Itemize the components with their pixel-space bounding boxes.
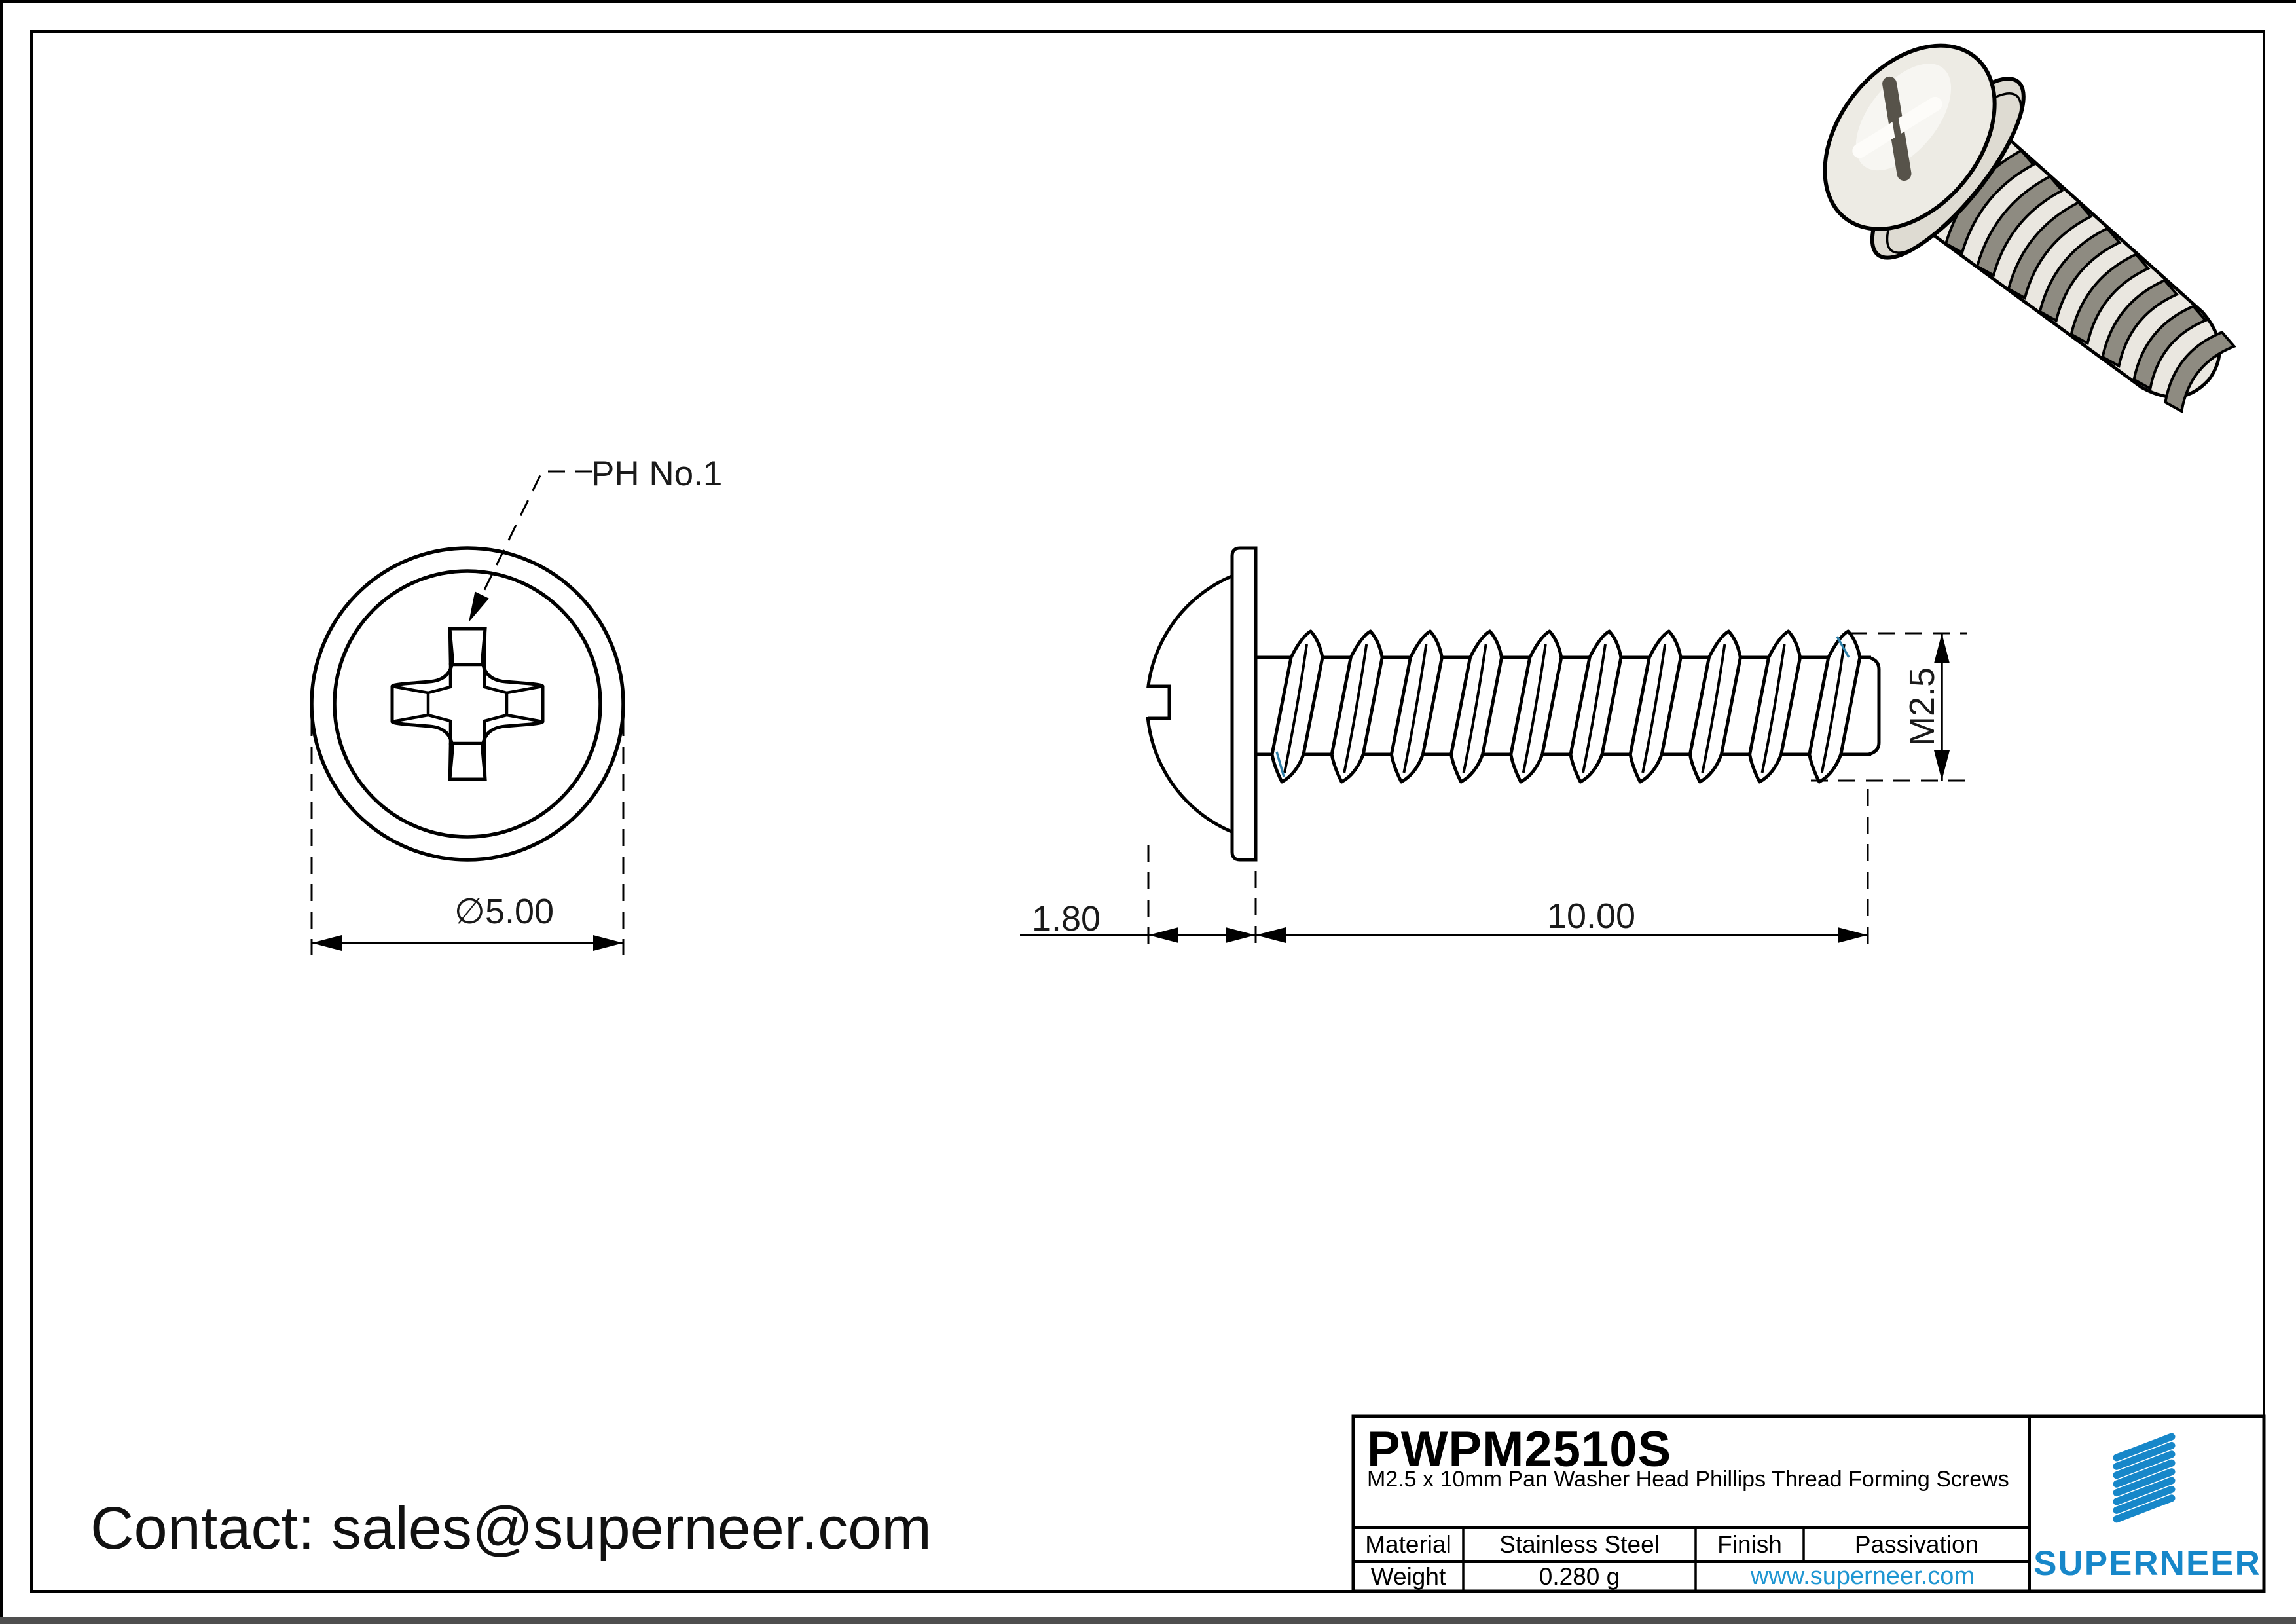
thread-flank-line — [1522, 644, 1547, 773]
thread-flank-line — [1402, 644, 1428, 773]
logo-stripe — [2113, 1441, 2176, 1470]
contact-email-line: Contact: sales@superneer.com — [90, 1495, 932, 1562]
dimension-arrows — [312, 591, 1950, 951]
website-link[interactable]: www.superneer.com — [1750, 1562, 1975, 1590]
thread-flank-line — [1283, 644, 1308, 773]
brand-wordmark: SUPERNEER — [2033, 1543, 2261, 1583]
preview-thread-wrap — [2132, 304, 2208, 391]
thread-flank-line — [1641, 644, 1667, 773]
dimension-arrowhead — [1838, 927, 1868, 943]
dimension-arrowhead — [1934, 750, 1950, 781]
head-dome-circle — [333, 569, 602, 839]
phillips-recess-outline — [390, 627, 545, 781]
extension-lines-length — [1147, 789, 1869, 950]
dimension-arrowhead — [1934, 633, 1950, 663]
logo-stripe — [2113, 1433, 2176, 1462]
preview-threads — [1944, 149, 2236, 414]
finish-value: Passivation — [1854, 1531, 1979, 1558]
sheet-border — [30, 30, 2265, 1593]
front-view-drawing — [310, 546, 625, 862]
logo-stripe — [2113, 1450, 2176, 1479]
scan-edge-top — [0, 0, 2296, 3]
screw-tip-face — [1861, 655, 1881, 756]
preview-thread-wrap — [2164, 331, 2236, 414]
drive-type-label: PH No.1 — [591, 454, 723, 493]
length-dimension-label: 10.00 — [1546, 896, 1636, 936]
recess-notch-profile — [1148, 684, 1171, 720]
dimension-arrowhead — [469, 591, 489, 622]
washer-flange-profile — [1230, 546, 1258, 862]
logo-stripe — [2113, 1468, 2176, 1497]
logo-stripe — [2113, 1485, 2176, 1514]
part-number: PWPM2510S — [1367, 1422, 1672, 1477]
thread-flank-line — [1701, 644, 1726, 773]
head-height-dimension-label: 1.80 — [1031, 899, 1101, 938]
preview-thread-wrap — [1975, 174, 2064, 278]
thread-flank-line — [1820, 644, 1846, 773]
material-value: Stainless Steel — [1499, 1531, 1660, 1558]
leader-line-ph — [467, 470, 592, 623]
thread-flights — [1270, 629, 1862, 784]
cad-highlight-line — [1836, 636, 1850, 658]
finish-label: Finish — [1717, 1531, 1782, 1558]
front-view-dimensions — [310, 470, 625, 955]
washer-outline-circle — [310, 546, 625, 862]
scan-edge-bottom — [0, 1617, 2296, 1624]
thread-flank-line — [1343, 644, 1368, 773]
part-description: M2.5 x 10mm Pan Washer Head Phillips Thr… — [1367, 1467, 2009, 1492]
weight-label: Weight — [1370, 1562, 1446, 1590]
scan-edge-left — [0, 0, 3, 1624]
diameter-dimension-label: ∅5.00 — [454, 892, 555, 931]
thread-flank-line — [1462, 644, 1487, 773]
thread-flank-line — [1760, 644, 1786, 773]
thread-flank-line — [1582, 644, 1607, 773]
weight-value: 0.280 g — [1539, 1562, 1620, 1590]
cad-highlight-line — [1275, 751, 1285, 777]
preview-phillips-x — [1852, 76, 1942, 181]
dimension-arrowhead — [312, 935, 342, 951]
dimension-arrowhead — [1226, 927, 1256, 943]
title-block-grid — [1351, 1414, 2266, 1593]
dimension-arrowhead — [1256, 927, 1286, 943]
brand-logo-icon — [2113, 1433, 2176, 1523]
extension-lines-thread — [1811, 632, 1967, 782]
dimension-arrowhead — [593, 935, 623, 951]
preview-thread-wrap — [2007, 200, 2093, 300]
preview-thread-wrap — [2101, 278, 2179, 368]
logo-stripe — [2113, 1477, 2176, 1505]
preview-thread-wrap — [2069, 252, 2151, 346]
preview-thread-wrap — [2038, 227, 2122, 323]
extension-lines-diameter — [310, 719, 625, 955]
screw-3d-preview — [1823, 43, 2236, 414]
material-label: Material — [1365, 1531, 1451, 1558]
thread-size-dimension-label: M2.5 — [1903, 667, 1942, 747]
recess-notch-mask — [1142, 688, 1168, 717]
logo-stripe — [2113, 1459, 2176, 1488]
dimension-arrowhead — [1148, 927, 1178, 943]
logo-stripe — [2113, 1494, 2176, 1523]
side-view-drawing — [1142, 546, 1881, 862]
